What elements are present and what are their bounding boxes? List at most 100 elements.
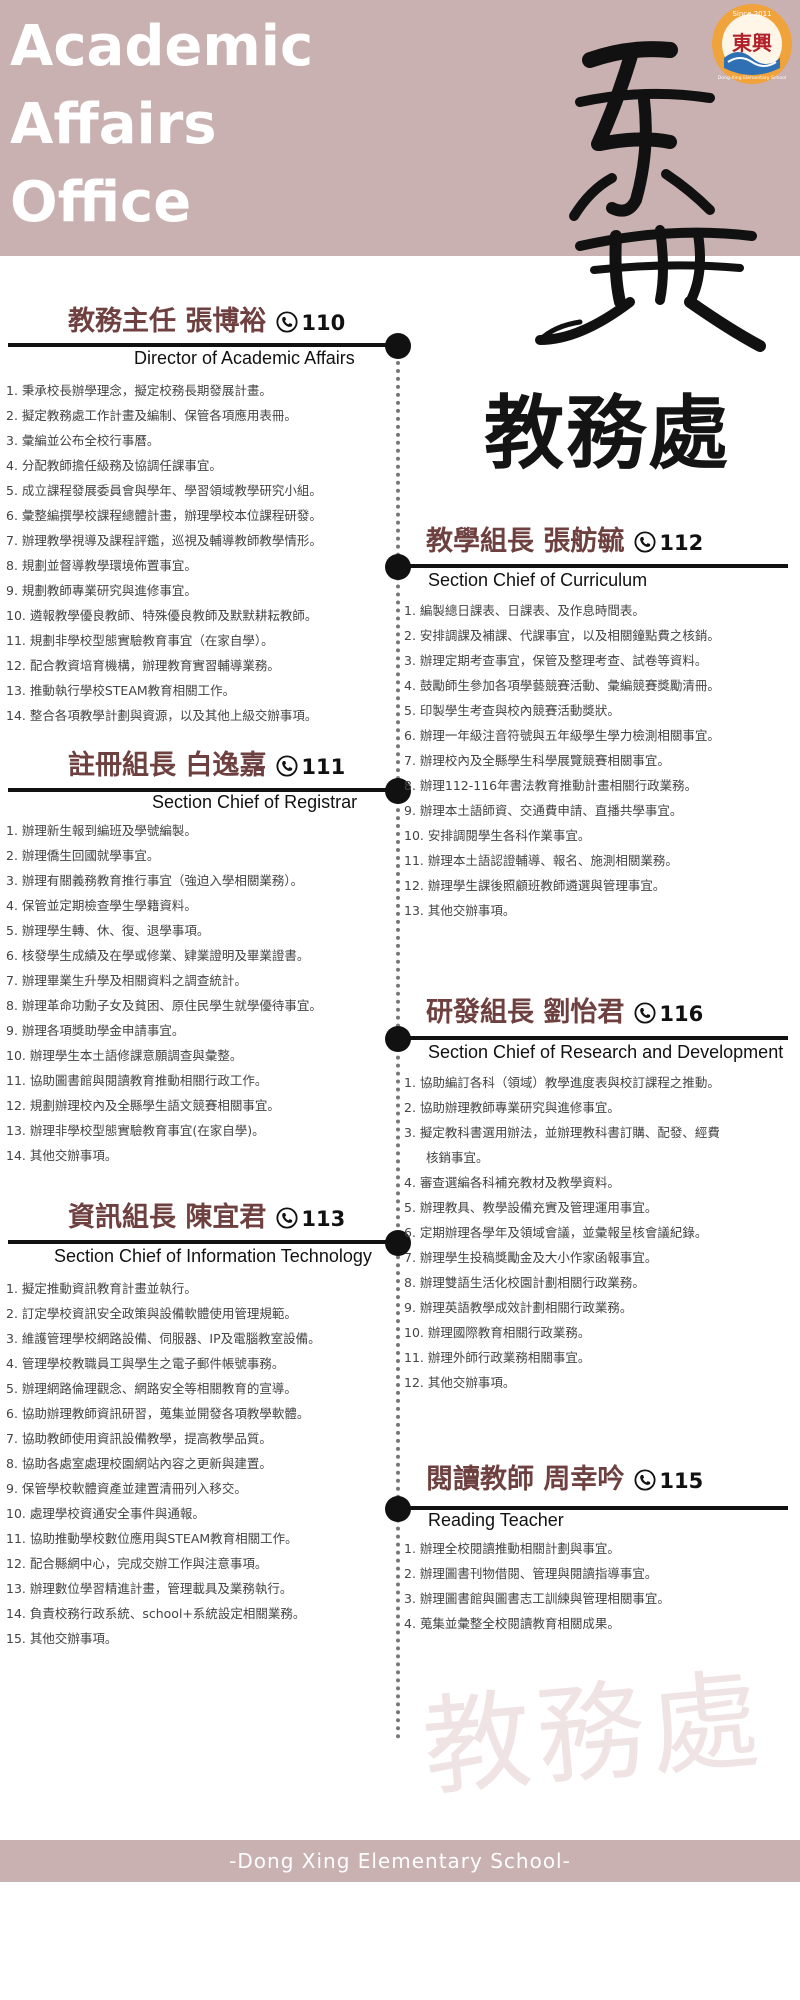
duty-item: 2. 安排調課及補課、代課事宜，以及相關鐘點費之核銷。 — [404, 628, 720, 643]
role-english: Section Chief of Registrar — [152, 792, 358, 812]
duty-item: 3. 辦理有關義務教育推行事宜（強迫入學相關業務）。 — [6, 873, 304, 888]
timeline-node — [385, 1496, 411, 1522]
duty-item: 1. 秉承校長辦學理念，擬定校務長期發展計畫。 — [6, 383, 272, 398]
duty-item: 12. 配合教資培育機構，辦理教育實習輔導業務。 — [6, 658, 280, 673]
duty-item: 9. 規劃教師專業研究與進修事宜。 — [6, 583, 197, 598]
duty-item: 7. 辦理學生投稿獎勵金及大小作家函報事宜。 — [404, 1250, 658, 1265]
extension-number: 115 — [659, 1469, 704, 1493]
section-role-title: 教學組長 張舫毓 112 — [426, 524, 703, 561]
section-divider — [8, 1240, 398, 1244]
section-divider — [8, 343, 398, 347]
duty-item: 2. 擬定教務處工作計畫及編制、保管各項應用表冊。 — [6, 408, 297, 423]
extension: 115 — [634, 1469, 703, 1493]
duty-item: 8. 辦理112-116年書法教育推動計畫相關行政業務。 — [404, 778, 698, 793]
extension: 112 — [634, 531, 703, 555]
duty-item: 8. 辦理革命功勳子女及貧困、原住民學生就學優待事宜。 — [6, 998, 322, 1013]
section-divider — [398, 1506, 788, 1510]
duty-item: 12. 配合縣網中心，完成交辦工作與注意事項。 — [6, 1556, 268, 1571]
duty-item: 13. 辦理數位學習精進計畫，管理載具及業務執行。 — [6, 1581, 293, 1596]
duty-item: 4. 蒐集並彙整全校閱讀教育相關成果。 — [404, 1616, 620, 1631]
duty-item: 12. 辦理學生課後照顧班教師遴選與管理事宜。 — [404, 878, 666, 893]
duty-item: 9. 辦理英語教學成效計劃相關行政業務。 — [404, 1300, 633, 1315]
duty-list: 1. 協助編訂各科（領域）教學進度表與校訂課程之推動。 2. 協助辦理教師專業研… — [404, 1070, 798, 1395]
duty-item: 13. 辦理非學校型態實驗教育事宜(在家自學)。 — [6, 1123, 265, 1138]
duty-item: 6. 協助辦理教師資訊研習，蒐集並開發各項教學軟體。 — [6, 1406, 310, 1421]
duty-item: 6. 辦理一年級注音符號與五年級學生學力檢測相關事宜。 — [404, 728, 720, 743]
duty-item: 6. 核發學生成績及在學或修業、肄業證明及畢業證書。 — [6, 948, 310, 963]
duty-item: 11. 規劃非學校型態實驗教育事宜（在家自學）。 — [6, 633, 274, 648]
timeline-node — [385, 1230, 411, 1256]
duty-item: 5. 印製學生考查與校內競賽活動獎狀。 — [404, 703, 620, 718]
watermark-text: 教務處 — [418, 1657, 770, 1812]
role-english: Section Chief of Information Technology — [54, 1246, 372, 1266]
duty-list: 1. 編製總日課表、日課表、及作息時間表。 2. 安排調課及補課、代課事宜，以及… — [404, 598, 798, 923]
duty-item: 7. 協助教師使用資訊設備教學，提高教學品質。 — [6, 1431, 272, 1446]
logo-since: Since 2011 — [732, 10, 771, 18]
duty-item: 5. 辦理教具、教學設備充實及管理運用事宜。 — [404, 1200, 658, 1215]
extension: 110 — [276, 311, 345, 335]
extension-number: 111 — [301, 755, 346, 779]
duty-item: 5. 成立課程發展委員會與學年、學習領域教學研究小組。 — [6, 483, 322, 498]
duty-item: 14. 其他交辦事項。 — [6, 1148, 118, 1163]
extension-number: 110 — [301, 311, 346, 335]
duty-item: 2. 辦理圖書刊物借閱、管理與閱讀指導事宜。 — [404, 1566, 658, 1581]
logo-chars: 東興 — [732, 31, 772, 55]
duty-item: 2. 協助辦理教師專業研究與進修事宜。 — [404, 1100, 620, 1115]
duty-item: 1. 辦理全校閱讀推動相關計劃與事宜。 — [404, 1541, 620, 1556]
office-title-line: Academic — [10, 14, 314, 79]
duty-list: 1. 辦理全校閱讀推動相關計劃與事宜。 2. 辦理圖書刊物借閱、管理與閱讀指導事… — [404, 1536, 798, 1636]
extension-number: 112 — [659, 531, 704, 555]
timeline-node — [385, 333, 411, 359]
duty-item: 8. 協助各處室處理校園網站內容之更新與建置。 — [6, 1456, 272, 1471]
office-title: Academic Affairs Office — [10, 8, 330, 242]
duty-item: 12. 規劃辦理校內及全縣學生語文競賽相關事宜。 — [6, 1098, 280, 1113]
duty-item: 7. 辦理畢業生升學及相關資料之調查統計。 — [6, 973, 247, 988]
timeline-node — [385, 554, 411, 580]
role-name: 資訊組長 陳宜君 — [68, 1202, 267, 1233]
logo-subtitle: Dong-Xing Elementary School — [718, 75, 786, 81]
duty-item: 11. 協助推動學校數位應用與STEAM教育相關工作。 — [6, 1531, 298, 1546]
duty-item: 5. 辦理學生轉、休、復、退學事項。 — [6, 923, 210, 938]
duty-list: 1. 辦理新生報到編班及學號編製。 2. 辦理僑生回國就學事宜。 3. 辦理有關… — [6, 818, 390, 1168]
duty-item: 10. 安排調閱學生各科作業事宜。 — [404, 828, 591, 843]
duty-item: 3. 彙編並公布全校行事曆。 — [6, 433, 160, 448]
duty-item: 8. 規劃並督導教學環境佈置事宜。 — [6, 558, 197, 573]
duty-item: 12. 其他交辦事項。 — [404, 1375, 516, 1390]
duty-item: 4. 分配教師擔任級務及協調任課事宜。 — [6, 458, 222, 473]
calligraphy-dongxing — [535, 41, 766, 352]
duty-item: 3. 維護管理學校網路設備、伺服器、IP及電腦教室設備。 — [6, 1331, 321, 1346]
role-name: 教學組長 張舫毓 — [426, 526, 625, 557]
duty-item: 14. 整合各項教學計劃與資源，以及其他上級交辦事項。 — [6, 708, 318, 723]
section-divider — [398, 564, 788, 568]
duty-list: 1. 秉承校長辦學理念，擬定校務長期發展計畫。 2. 擬定教務處工作計畫及編制、… — [6, 378, 390, 728]
duty-item: 核銷事宜。 — [426, 1150, 489, 1165]
section-role-title: 註冊組長 白逸嘉 111 — [68, 748, 345, 785]
duty-item: 1. 編製總日課表、日課表、及作息時間表。 — [404, 603, 645, 618]
section-role-title: 資訊組長 陳宜君 113 — [68, 1200, 345, 1237]
office-title-line: Affairs — [10, 92, 217, 157]
duty-item: 3. 辦理定期考查事宜，保管及整理考查、試卷等資料。 — [404, 653, 708, 668]
school-logo: Since 2011 東興 Dong-Xing Elementary Schoo… — [712, 4, 792, 84]
duty-item: 4. 鼓勵師生參加各項學藝競賽活動、彙編競賽獎勵清冊。 — [404, 678, 720, 693]
role-english: Director of Academic Affairs — [134, 348, 355, 368]
duty-item: 9. 保管學校軟體資產並建置清冊列入移交。 — [6, 1481, 247, 1496]
calligraphy-title: 教務處 — [484, 386, 730, 480]
duty-item: 6. 定期辦理各學年及領域會議，並彙報呈核會議紀錄。 — [404, 1225, 708, 1240]
duty-item: 2. 訂定學校資訊安全政策與設備軟體使用管理規範。 — [6, 1306, 297, 1321]
duty-item: 1. 協助編訂各科（領域）教學進度表與校訂課程之推動。 — [404, 1075, 720, 1090]
timeline-node — [385, 778, 411, 804]
office-title-line: Office — [10, 170, 192, 235]
duty-item: 11. 協助圖書館與閱讀教育推動相關行政工作。 — [6, 1073, 268, 1088]
extension-number: 116 — [659, 1002, 704, 1026]
role-name: 教務主任 張博裕 — [68, 306, 267, 337]
duty-item: 6. 彙整編撰學校課程總體計畫，辦理學校本位課程研發。 — [6, 508, 322, 523]
footer-banner: -Dong Xing Elementary School- — [0, 1840, 800, 1882]
duty-item: 3. 辦理圖書館與圖書志工訓練與管理相關事宜。 — [404, 1591, 670, 1606]
duty-item: 13. 其他交辦事項。 — [404, 903, 516, 918]
extension: 113 — [276, 1207, 345, 1231]
extension: 116 — [634, 1002, 703, 1026]
duty-item: 2. 辦理僑生回國就學事宜。 — [6, 848, 160, 863]
role-name: 註冊組長 白逸嘉 — [68, 750, 267, 781]
extension: 111 — [276, 755, 345, 779]
